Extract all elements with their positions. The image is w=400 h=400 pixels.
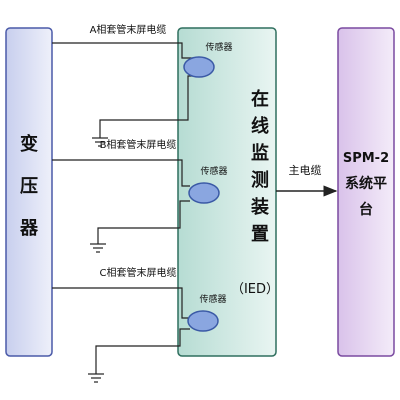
sensor-a-icon <box>183 56 215 78</box>
platform-label-line-2: 系统平 <box>345 175 387 192</box>
ground-icon-b <box>90 243 106 253</box>
transformer-block <box>5 27 53 357</box>
platform-label-line-1: SPM-2 <box>343 151 389 166</box>
monitor-label-char-3: 监 <box>251 142 269 164</box>
monitor-label-char-6: 置 <box>251 224 269 245</box>
sensor-c-icon <box>187 310 219 332</box>
cable-b-return-wire <box>97 200 190 244</box>
monitor-label-char-5: 装 <box>251 196 269 218</box>
main-cable-label: 主电缆 <box>289 164 322 177</box>
monitor-label-char-1: 在 <box>251 88 269 110</box>
cable-b-label: B相套管末屏电缆 <box>100 138 177 151</box>
sensor-b-icon <box>188 182 220 204</box>
monitor-sub-label: （IED） <box>231 282 279 297</box>
monitor-label-char-2: 线 <box>251 115 269 137</box>
cable-c-top-wire <box>52 287 190 319</box>
sensor-c-label: 传感器 <box>199 293 226 305</box>
sensor-a-label: 传感器 <box>205 41 232 53</box>
ground-icon-c <box>88 373 104 383</box>
cable-b-top-wire <box>52 159 190 187</box>
monitor-block <box>177 27 277 357</box>
platform-label-line-3: 台 <box>359 201 373 218</box>
cable-a-top-wire <box>52 42 198 59</box>
platform-block <box>337 27 395 357</box>
cable-c-return-wire <box>95 328 190 374</box>
transformer-label-char-1: 变 <box>20 133 38 155</box>
ground-icon-a <box>92 137 108 147</box>
transformer-label-char-3: 器 <box>19 218 39 239</box>
transformer-label-char-2: 压 <box>20 176 38 197</box>
sensor-b-label: 传感器 <box>200 165 227 177</box>
cable-c-label: C相套管末屏电缆 <box>100 266 177 279</box>
monitor-label-char-4: 测 <box>251 169 269 191</box>
cable-a-label: A相套管末屏电缆 <box>90 23 167 36</box>
